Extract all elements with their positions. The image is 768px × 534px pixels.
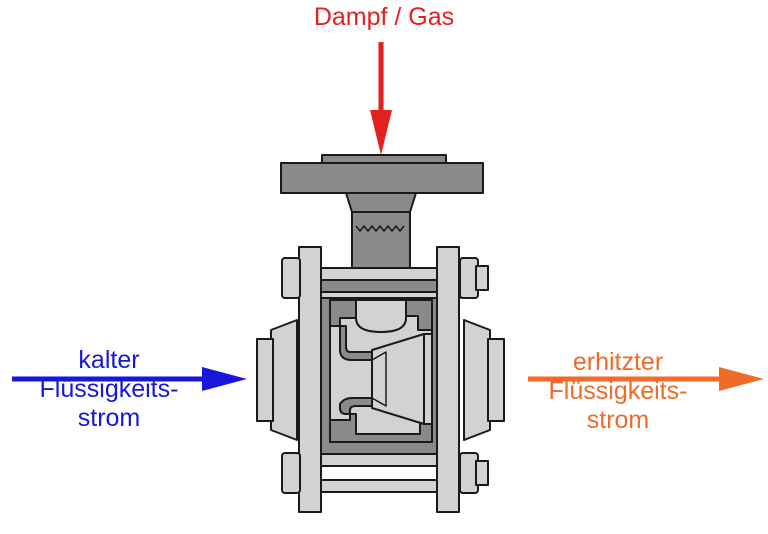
upper-wall-right [405, 299, 433, 331]
left-hub [270, 319, 298, 441]
hot-liquid-label: erhitzter Flüssigkeits- strom [520, 348, 716, 435]
left-hub-face [256, 338, 274, 422]
hot-label-line-3: strom [586, 406, 650, 434]
hot-label-line-1: erhitzter [572, 348, 664, 376]
cold-label-line-2: Flüssigkeits- [39, 375, 179, 403]
steam-gas-label: Dampf / Gas [313, 3, 455, 31]
steam-arrow [370, 42, 392, 155]
nut-left-bottom [281, 452, 301, 494]
nut-left-top [281, 257, 301, 299]
steam-neck [345, 192, 417, 281]
hot-flow-arrow [528, 367, 764, 391]
right-hub [463, 319, 491, 441]
washer-right-bottom [475, 460, 489, 486]
cold-flow-arrow [12, 367, 247, 391]
lower-wall [329, 397, 433, 443]
left-flange [298, 246, 322, 513]
cold-label-line-3: strom [77, 404, 141, 432]
steam-flange [280, 162, 484, 194]
weld-seam [355, 225, 405, 232]
right-flange [436, 246, 460, 513]
hot-label-line-2: Flüssigkeits- [548, 377, 688, 405]
right-hub-face [487, 338, 505, 422]
washer-right-top [475, 265, 489, 291]
injector-body [256, 154, 505, 513]
cold-label-line-1: kalter [78, 346, 140, 374]
steam-bore [355, 299, 407, 333]
cold-liquid-label: kalter Flüssigkeits- strom [14, 346, 204, 433]
